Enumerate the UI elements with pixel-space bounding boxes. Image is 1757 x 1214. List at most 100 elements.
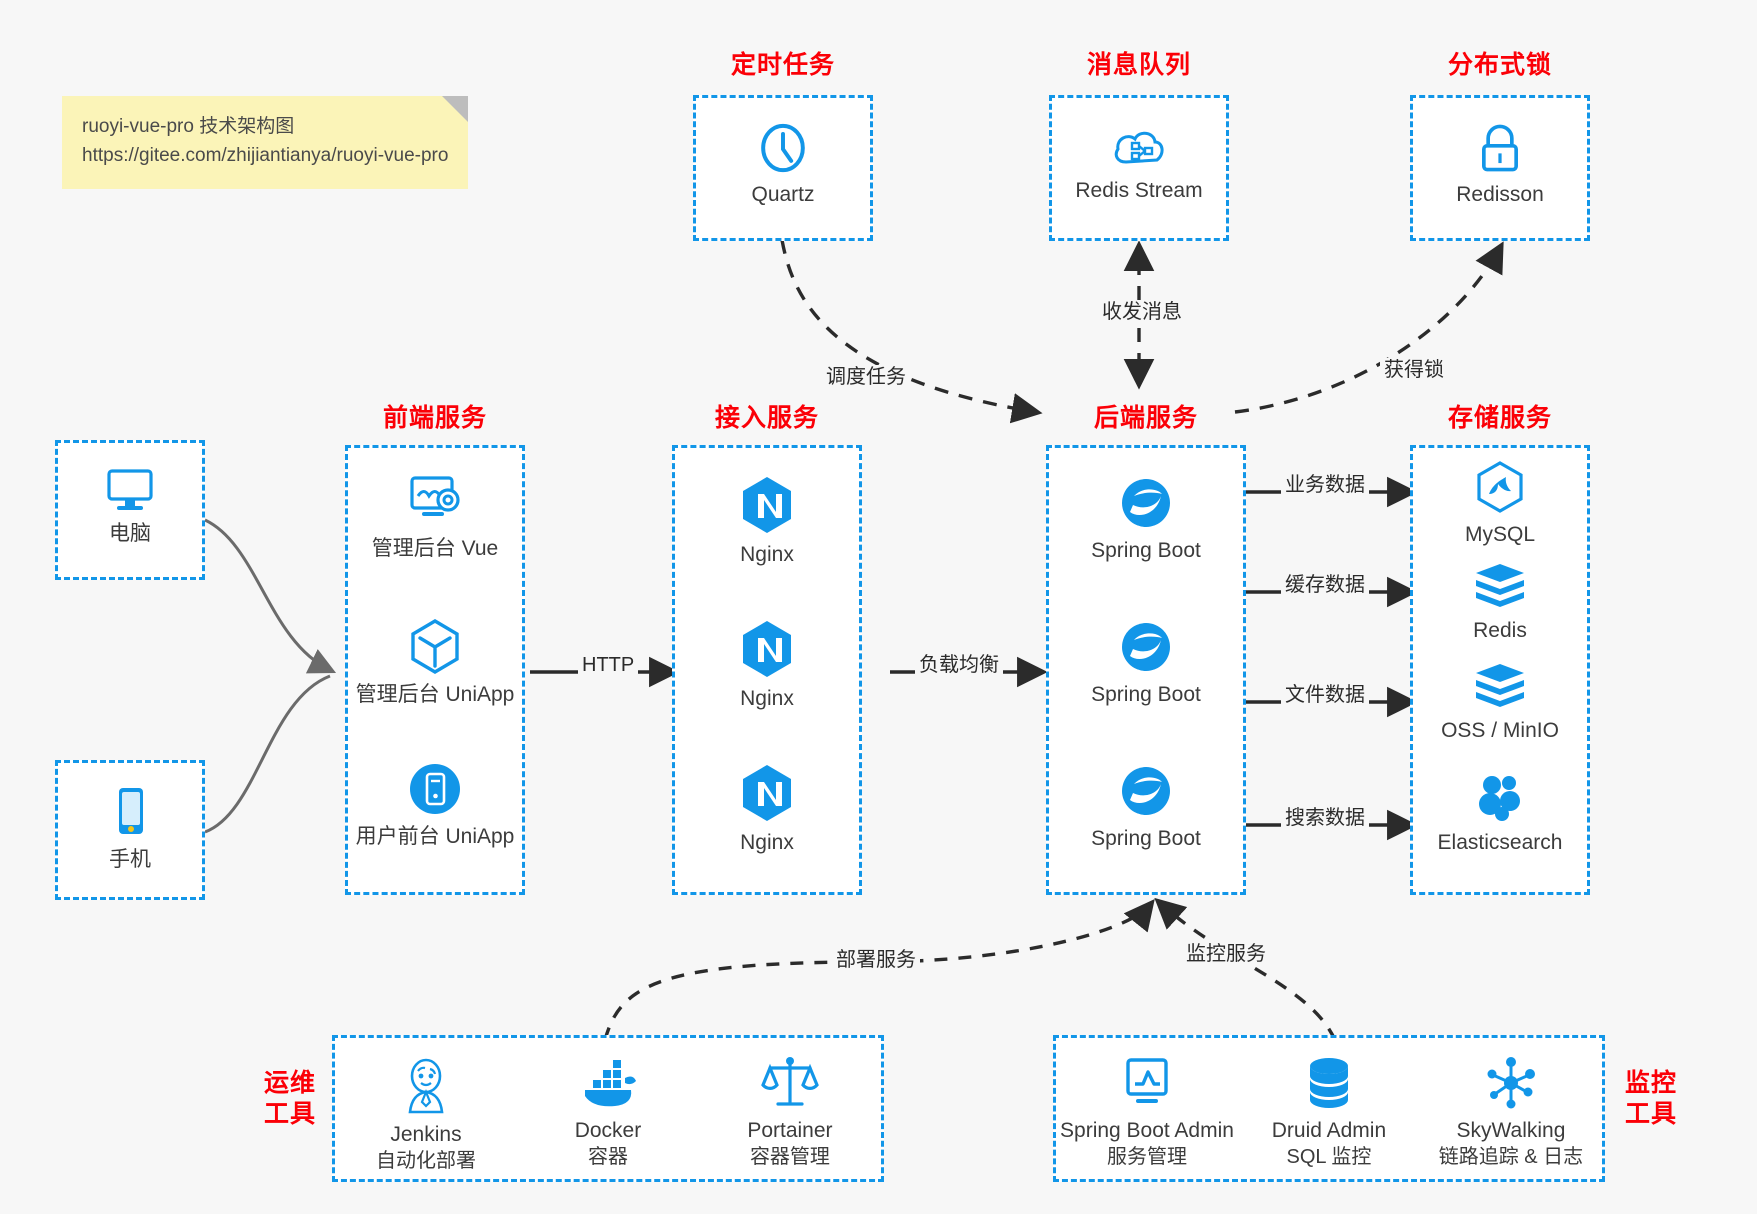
lock-icon bbox=[1413, 120, 1587, 176]
node-sublabel: 容器 bbox=[587, 1145, 628, 1168]
node-sublabel: 服务管理 bbox=[1106, 1145, 1187, 1168]
monitor-chart-icon bbox=[1056, 1054, 1238, 1112]
node-label: Portainer bbox=[747, 1119, 833, 1142]
note-line-title: ruoyi-vue-pro 技术架构图 bbox=[82, 116, 295, 137]
edge-label-search-data: 搜索数据 bbox=[1281, 806, 1369, 830]
edge-label-file-data: 文件数据 bbox=[1281, 683, 1369, 707]
node-admin-uniapp[interactable]: 管理后台 UniApp bbox=[348, 616, 522, 709]
sticky-note: ruoyi-vue-pro 技术架构图 https://gitee.com/zh… bbox=[62, 96, 469, 189]
cloud-stream-icon bbox=[1052, 122, 1226, 172]
mobile-circle-icon bbox=[348, 760, 522, 818]
edge-label-schedule-task: 调度任务 bbox=[822, 365, 910, 389]
jenkins-icon bbox=[335, 1054, 517, 1116]
node-label: Quartz bbox=[751, 183, 815, 206]
node-label: 用户前台 UniApp bbox=[355, 825, 515, 848]
group-frontend: 管理后台 Vue 管理后台 UniApp 用户前台 UniApp bbox=[345, 445, 525, 895]
node-spring-boot-2[interactable]: Spring Boot bbox=[1049, 618, 1243, 709]
edge-label-deploy-service: 部署服务 bbox=[832, 948, 920, 972]
nginx-icon bbox=[675, 618, 859, 680]
edge-label-load-balance: 负载均衡 bbox=[915, 653, 1003, 677]
edge-label-monitor-service: 监控服务 bbox=[1182, 942, 1270, 966]
node-druid-admin[interactable]: Druid Admin SQL 监控 bbox=[1238, 1054, 1420, 1170]
cube-icon bbox=[348, 616, 522, 676]
mysql-icon bbox=[1413, 460, 1587, 516]
docker-icon bbox=[517, 1054, 699, 1112]
nginx-icon bbox=[675, 474, 859, 536]
node-spring-boot-admin[interactable]: Spring Boot Admin 服务管理 bbox=[1056, 1054, 1238, 1170]
desktop-monitor-icon bbox=[58, 465, 202, 515]
monitoring-title-line2: 工具 bbox=[1624, 1100, 1677, 1129]
node-redisson[interactable]: Redisson bbox=[1413, 120, 1587, 209]
node-label: Spring Boot bbox=[1091, 539, 1201, 562]
node-mobile[interactable]: 手机 bbox=[58, 783, 202, 874]
node-spring-boot-3[interactable]: Spring Boot bbox=[1049, 762, 1243, 853]
node-label: MySQL bbox=[1464, 523, 1535, 546]
node-label: Spring Boot Admin bbox=[1060, 1119, 1234, 1142]
monitoring-title-line1: 监控 bbox=[1624, 1069, 1677, 1097]
group-message-queue: Redis Stream bbox=[1049, 95, 1229, 241]
node-nginx-2[interactable]: Nginx bbox=[675, 618, 859, 713]
node-user-uniapp[interactable]: 用户前台 UniApp bbox=[348, 760, 522, 851]
group-title-gateway: 接入服务 bbox=[714, 404, 819, 432]
group-backend: Spring Boot Spring Boot Spring Boot bbox=[1046, 445, 1246, 895]
group-title-message-queue: 消息队列 bbox=[1086, 51, 1191, 79]
edge-label-acquire-lock: 获得锁 bbox=[1380, 358, 1448, 382]
node-label: Docker bbox=[574, 1119, 642, 1142]
group-scheduled-task: Quartz bbox=[693, 95, 873, 241]
nginx-icon bbox=[675, 762, 859, 824]
node-label: Redis bbox=[1473, 619, 1527, 642]
redis-icon bbox=[1413, 560, 1587, 612]
node-sublabel: 链路追踪 & 日志 bbox=[1438, 1145, 1584, 1168]
node-label: Redis Stream bbox=[1075, 179, 1203, 202]
node-pc[interactable]: 电脑 bbox=[58, 465, 202, 548]
node-label: Nginx bbox=[740, 687, 794, 710]
node-redis[interactable]: Redis bbox=[1413, 560, 1587, 645]
node-skywalking[interactable]: SkyWalking 链路追踪 & 日志 bbox=[1420, 1054, 1602, 1170]
node-oss-minio[interactable]: OSS / MinIO bbox=[1413, 660, 1587, 745]
node-label: Spring Boot bbox=[1091, 683, 1201, 706]
group-monitoring: Spring Boot Admin 服务管理 Druid Admin SQL 监… bbox=[1053, 1035, 1605, 1182]
database-icon bbox=[1238, 1054, 1420, 1112]
dashboard-gear-icon bbox=[348, 472, 522, 530]
group-title-scheduled-task: 定时任务 bbox=[730, 51, 835, 79]
node-label: Elasticsearch bbox=[1437, 831, 1563, 854]
node-nginx-3[interactable]: Nginx bbox=[675, 762, 859, 857]
node-label: Nginx bbox=[740, 831, 794, 854]
oss-minio-icon bbox=[1413, 660, 1587, 712]
spring-boot-icon bbox=[1049, 762, 1243, 820]
group-client-mobile: 手机 bbox=[55, 760, 205, 900]
devops-title-line2: 工具 bbox=[263, 1100, 316, 1129]
group-storage: MySQL Redis OSS / MinIO bbox=[1410, 445, 1590, 895]
node-quartz[interactable]: Quartz bbox=[696, 120, 870, 209]
node-spring-boot-1[interactable]: Spring Boot bbox=[1049, 474, 1243, 565]
node-mysql[interactable]: MySQL bbox=[1413, 460, 1587, 549]
node-docker[interactable]: Docker 容器 bbox=[517, 1054, 699, 1170]
node-label: 管理后台 UniApp bbox=[355, 683, 515, 706]
edge-label-http: HTTP bbox=[578, 653, 639, 677]
group-title-distributed-lock: 分布式锁 bbox=[1447, 51, 1552, 79]
node-nginx-1[interactable]: Nginx bbox=[675, 474, 859, 569]
group-devops: Jenkins 自动化部署 Docker 容器 bbox=[332, 1035, 884, 1182]
node-jenkins[interactable]: Jenkins 自动化部署 bbox=[335, 1054, 517, 1174]
node-label: 管理后台 Vue bbox=[371, 537, 499, 560]
smartphone-icon bbox=[58, 783, 202, 841]
node-label: SkyWalking bbox=[1456, 1119, 1566, 1142]
node-redis-stream[interactable]: Redis Stream bbox=[1052, 122, 1226, 205]
group-gateway: Nginx Nginx Nginx bbox=[672, 445, 862, 895]
node-elasticsearch[interactable]: Elasticsearch bbox=[1413, 770, 1587, 857]
note-fold-corner bbox=[442, 96, 469, 122]
node-label: Nginx bbox=[740, 543, 794, 566]
node-label: 手机 bbox=[109, 848, 151, 871]
devops-title-line1: 运维 bbox=[263, 1069, 316, 1097]
node-admin-vue[interactable]: 管理后台 Vue bbox=[348, 472, 522, 563]
group-client-pc: 电脑 bbox=[55, 440, 205, 580]
edge-monitoring-to-backend bbox=[1154, 897, 1337, 1041]
node-label: Druid Admin bbox=[1271, 1119, 1387, 1142]
node-portainer[interactable]: Portainer 容器管理 bbox=[699, 1054, 881, 1170]
note-line-url: https://gitee.com/zhijiantianya/ruoyi-vu… bbox=[82, 145, 449, 167]
clock-icon bbox=[696, 120, 870, 176]
node-label: Spring Boot bbox=[1091, 827, 1201, 850]
node-label: 电脑 bbox=[109, 522, 151, 545]
node-sublabel: 自动化部署 bbox=[375, 1149, 476, 1172]
